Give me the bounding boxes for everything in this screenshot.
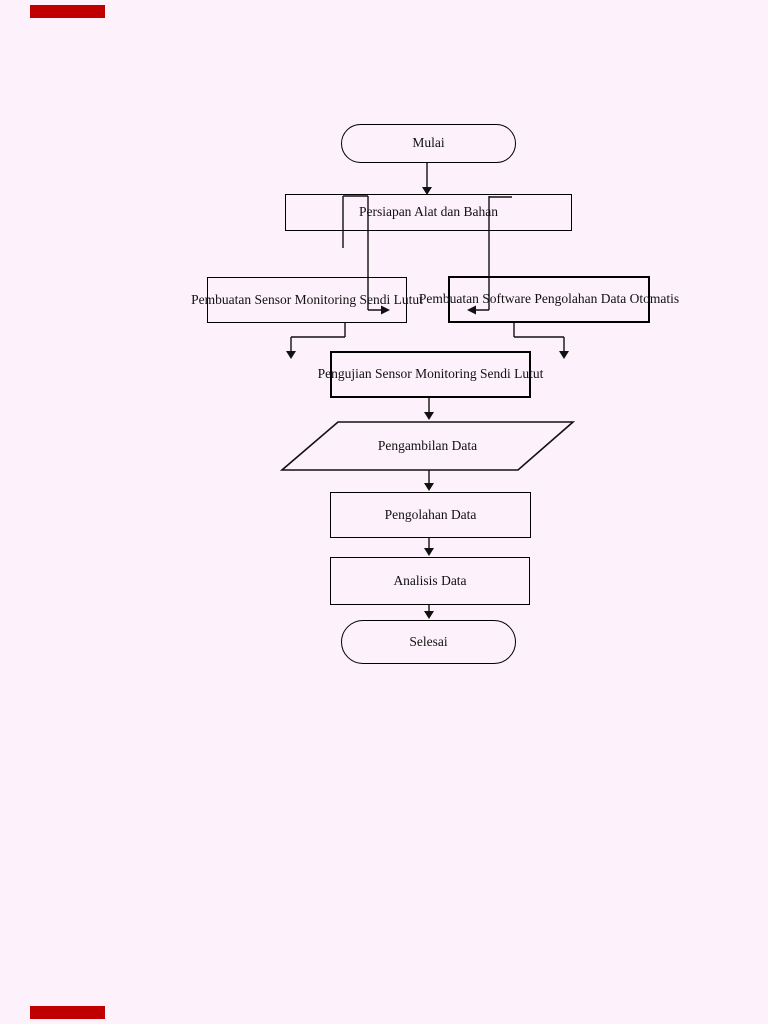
arrowhead-down-icon	[424, 548, 434, 556]
flow-node-pengolahan-label: Pengolahan Data	[384, 506, 477, 522]
page-edge-marker-top	[30, 5, 105, 18]
flow-node-start: Mulai	[341, 124, 516, 163]
arrowhead-down-icon	[424, 412, 434, 420]
page-edge-marker-bottom	[30, 1006, 105, 1019]
flow-node-sensor: Pembuatan Sensor Monitoring Sendi Lutut	[191, 277, 423, 323]
flow-node-software: Pembuatan Software Pengolahan Data Otoma…	[419, 276, 679, 323]
arrowhead-down-icon	[559, 351, 569, 359]
flow-node-persiapan: Persiapan Alat dan Bahan	[285, 194, 572, 231]
arrowhead-down-icon	[286, 351, 296, 359]
connector-sensor-down	[290, 323, 346, 352]
flow-node-pengambilan: Pengambilan Data	[282, 422, 573, 470]
flow-node-persiapan-label: Persiapan Alat dan Bahan	[358, 204, 499, 220]
flow-node-analisis-label: Analisis Data	[393, 572, 467, 588]
flow-node-end-label: Selesai	[409, 633, 448, 649]
flow-node-pengambilan-label: Pengambilan Data	[377, 437, 478, 453]
arrowhead-down-icon	[424, 483, 434, 491]
flow-node-sensor-label: Pembuatan Sensor Monitoring Sendi Lutut	[191, 291, 423, 307]
flow-node-pengujian-label: Pengujian Sensor Monitoring Sendi Lutut	[317, 366, 544, 382]
flow-node-pengujian: Pengujian Sensor Monitoring Sendi Lutut	[318, 351, 543, 398]
flow-node-software-label: Pembuatan Software Pengolahan Data Otoma…	[418, 291, 680, 307]
arrowhead-down-icon	[424, 611, 434, 619]
flow-node-pengolahan: Pengolahan Data	[330, 492, 531, 538]
connector-software-down	[513, 323, 565, 352]
flow-node-start-label: Mulai	[412, 135, 445, 151]
flow-node-end: Selesai	[341, 620, 516, 664]
flow-node-analisis: Analisis Data	[330, 557, 530, 605]
